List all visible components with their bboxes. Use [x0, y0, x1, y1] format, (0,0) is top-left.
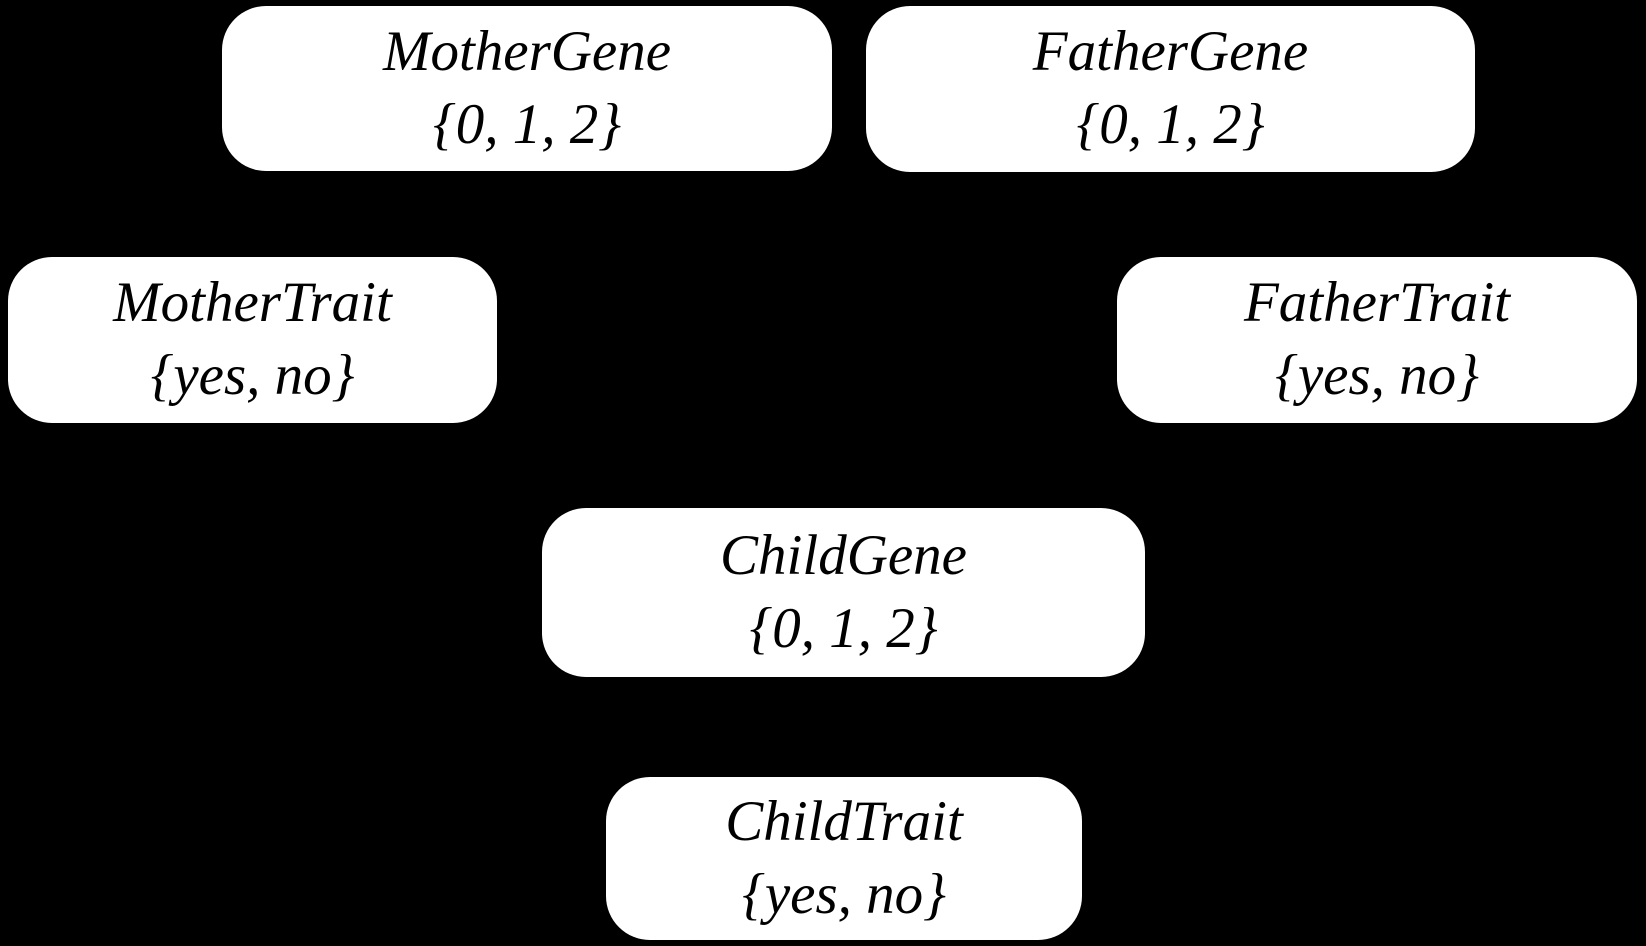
node-father-trait-title: FatherTrait — [1243, 271, 1511, 335]
node-mother-gene: MotherGene {0, 1, 2} — [222, 6, 832, 171]
node-father-gene: FatherGene {0, 1, 2} — [866, 6, 1475, 172]
node-mother-gene-title: MotherGene — [382, 19, 672, 83]
node-mother-gene-domain: {0, 1, 2} — [432, 92, 622, 156]
node-father-trait: FatherTrait {yes, no} — [1117, 257, 1637, 423]
node-mother-trait: MotherTrait {yes, no} — [8, 257, 497, 423]
node-child-trait-title: ChildTrait — [725, 789, 963, 853]
node-father-gene-title: FatherGene — [1032, 20, 1309, 84]
node-father-gene-domain: {0, 1, 2} — [1076, 93, 1265, 156]
node-mother-trait-domain: {yes, no} — [150, 344, 355, 407]
node-mother-trait-title: MotherTrait — [113, 271, 392, 335]
node-child-gene-domain: {0, 1, 2} — [749, 596, 938, 660]
node-child-gene: ChildGene {0, 1, 2} — [542, 508, 1145, 677]
node-child-trait: ChildTrait {yes, no} — [606, 777, 1082, 940]
node-child-gene-title: ChildGene — [720, 523, 967, 587]
node-father-trait-domain: {yes, no} — [1275, 344, 1479, 407]
node-child-trait-domain: {yes, no} — [742, 862, 946, 926]
